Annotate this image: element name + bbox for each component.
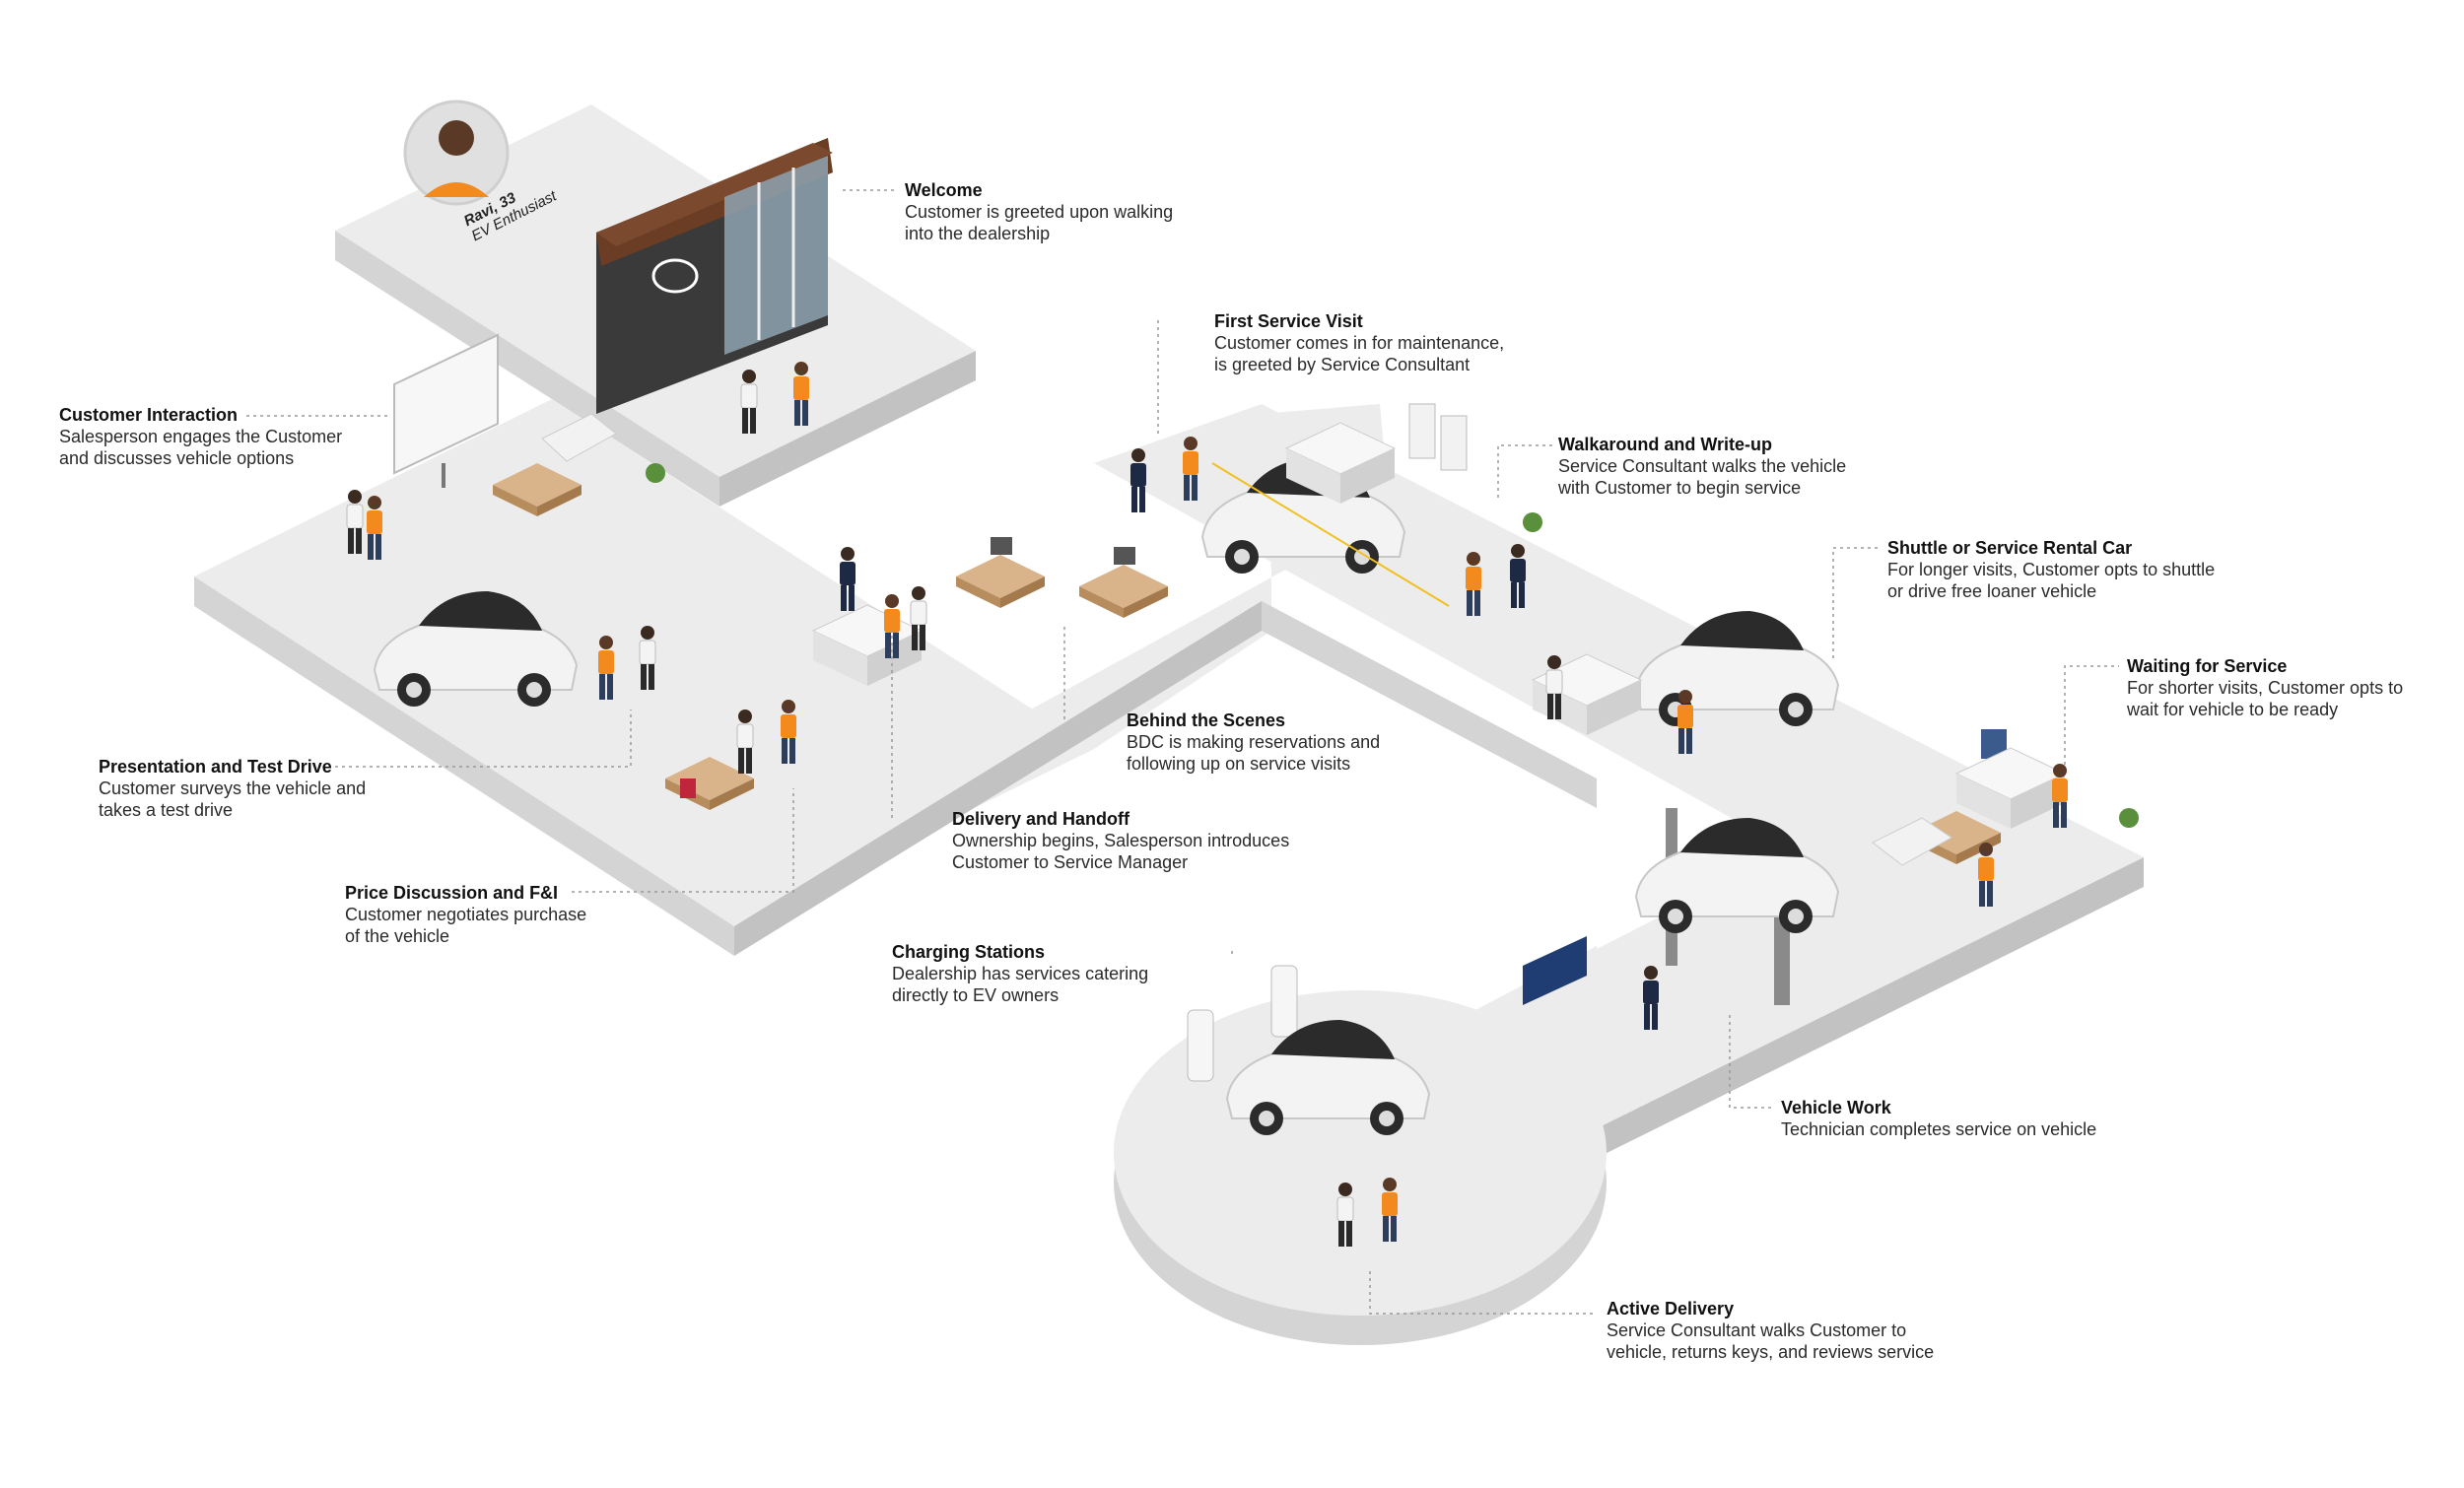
scene-props [374,333,2139,1136]
step-title: Charging Stations [892,942,1046,962]
step-desc: Technician completes service on vehicle [1781,1119,2097,1139]
leader-lines [246,189,2119,1315]
step-title: Shuttle or Service Rental Car [1887,538,2133,558]
step-desc: following up on service visits [1127,754,1351,774]
step-shuttle: Shuttle or Service Rental Car For longer… [1887,537,2215,602]
step-desc: into the dealership [905,224,1051,243]
step-desc: Service Consultant walks the vehicle [1558,456,1847,476]
step-desc: or drive free loaner vehicle [1887,581,2097,601]
step-title: Price Discussion and F&I [345,883,559,903]
step-desc: of the vehicle [345,926,450,946]
step-first-service-visit: First Service Visit Customer comes in fo… [1214,310,1504,375]
step-title: Waiting for Service [2127,656,2288,676]
step-desc: takes a test drive [99,800,234,820]
step-desc: Customer negotiates purchase [345,905,587,924]
step-desc: Customer comes in for maintenance, [1214,333,1505,353]
info-board [393,333,499,475]
step-desc: with Customer to begin service [1558,478,1802,498]
step-desc: and discusses vehicle options [59,448,295,468]
step-desc: Customer to Service Manager [952,852,1189,872]
step-delivery-handoff: Delivery and Handoff Ownership begins, S… [952,808,1289,873]
step-customer-interaction: Customer Interaction Salesperson engages… [59,404,342,469]
step-title: Vehicle Work [1781,1098,1891,1117]
step-desc: Customer surveys the vehicle and [99,778,367,798]
step-welcome: Welcome Customer is greeted upon walking… [905,179,1173,244]
step-desc: wait for vehicle to be ready [2127,700,2339,719]
plant [646,463,665,483]
step-charging: Charging Stations Dealership has service… [892,941,1148,1006]
sofa [541,413,617,462]
step-active-delivery: Active Delivery Service Consultant walks… [1607,1298,1934,1363]
step-desc: Ownership begins, Salesperson introduces [952,831,1290,850]
step-desc: vehicle, returns keys, and reviews servi… [1607,1342,1935,1362]
charging-station [1187,1009,1214,1082]
step-desc: is greeted by Service Consultant [1214,355,1471,374]
step-behind-the-scenes: Behind the Scenes BDC is making reservat… [1127,710,1380,775]
lounge-sofa [1872,817,1952,866]
step-presentation-test-drive: Presentation and Test Drive Customer sur… [99,756,366,821]
step-title: Delivery and Handoff [952,809,1130,829]
step-title: Walkaround and Write-up [1558,435,1773,454]
brand-logo [651,258,699,294]
step-desc: For shorter visits, Customer opts to [2127,678,2404,698]
step-desc: Customer is greeted upon walking [905,202,1174,222]
step-price-discussion: Price Discussion and F&I Customer negoti… [345,882,586,947]
toolbox [1523,936,1587,1005]
avatar [403,100,510,206]
step-vehicle-work: Vehicle Work Technician completes servic… [1781,1097,2096,1140]
step-desc: BDC is making reservations and [1127,732,1381,752]
step-waiting: Waiting for Service For shorter visits, … [2127,655,2403,720]
step-desc: For longer visits, Customer opts to shut… [1887,560,2216,579]
corridor-floor [734,404,1390,926]
step-desc: directly to EV owners [892,985,1060,1005]
step-title: Active Delivery [1607,1299,1735,1319]
step-desc: Service Consultant walks Customer to [1607,1320,1907,1340]
step-desc: Salesperson engages the Customer [59,427,343,446]
step-title: Welcome [905,180,983,200]
floor-plan [194,104,2144,1345]
step-title: Presentation and Test Drive [99,757,332,777]
bdc-desk [956,555,1045,608]
dealership-building [596,138,833,414]
step-desc: Dealership has services catering [892,964,1149,983]
step-title: First Service Visit [1214,311,1363,331]
step-title: Behind the Scenes [1127,710,1286,730]
step-walkaround: Walkaround and Write-up Service Consulta… [1558,434,1846,499]
step-title: Customer Interaction [59,405,239,425]
